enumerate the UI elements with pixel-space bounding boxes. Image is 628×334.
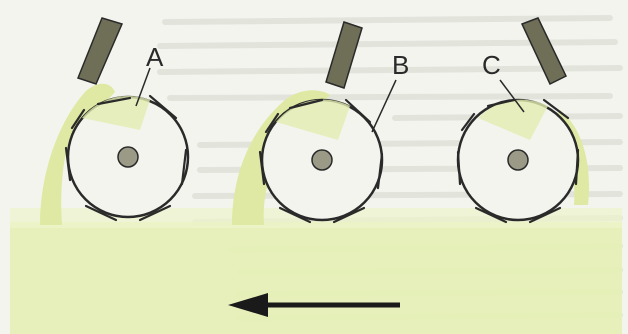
rotor-b — [232, 21, 397, 225]
rotor-c-hub — [507, 149, 529, 171]
direction-arrow — [228, 293, 400, 317]
rotor-c-shade — [478, 99, 548, 140]
rotor-label-b: B — [392, 50, 410, 80]
rotor-b-shade — [276, 99, 350, 140]
rotor-b-blade — [325, 21, 363, 89]
rotor-b-teeth — [258, 98, 384, 224]
rotor-b-guard — [232, 90, 330, 225]
rotor-b-hub — [311, 149, 333, 171]
material-bed — [10, 222, 622, 334]
rotor-a-leader — [135, 67, 151, 107]
rotor-label-c: C — [482, 50, 501, 80]
rotor-a-blade — [77, 17, 124, 85]
rotor-a-teeth — [64, 94, 188, 222]
rotor-a-hub — [117, 146, 139, 168]
rotor-c-teeth — [456, 98, 580, 224]
rotor-label-a: A — [146, 42, 164, 72]
rotor-a — [40, 17, 190, 225]
rotor-b-leader — [371, 79, 397, 133]
rotor-c-leader — [499, 79, 525, 113]
rotor-a-guard — [40, 83, 115, 225]
rotor-c — [456, 17, 590, 224]
rotor-c-blade — [520, 17, 567, 86]
